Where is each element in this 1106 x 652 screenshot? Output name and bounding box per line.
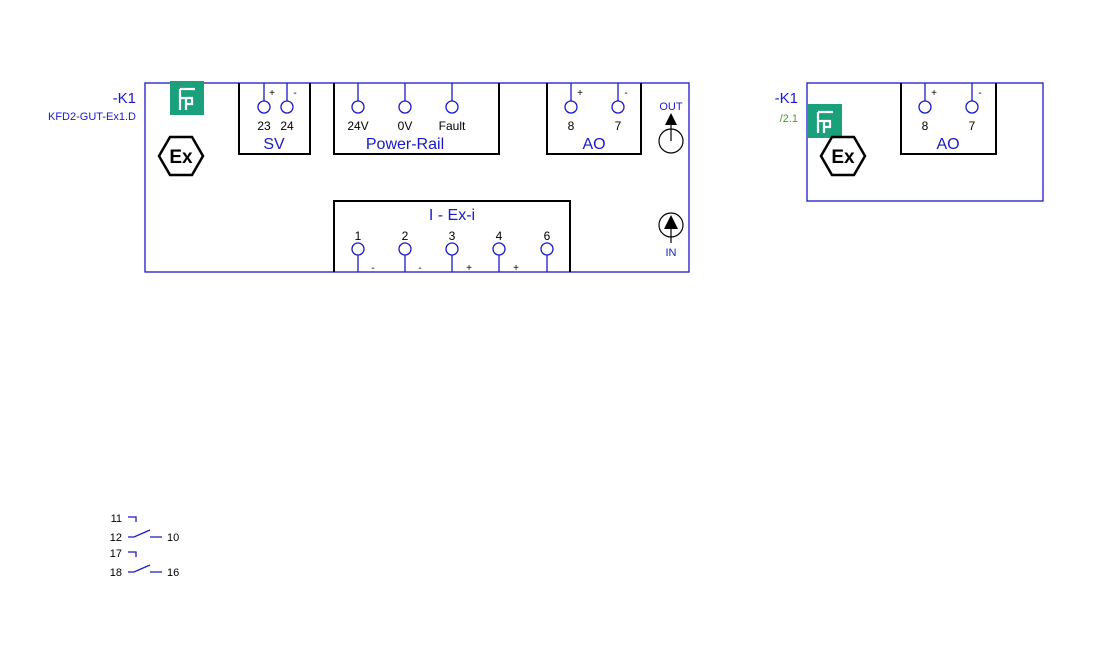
- svg-text:8: 8: [568, 119, 575, 133]
- input-exi-block[interactable]: I - Ex-i 1 - 2 - 3 + 4: [333, 200, 571, 274]
- terminal-24v[interactable]: 24V: [347, 83, 369, 133]
- svg-text:0V: 0V: [398, 119, 413, 133]
- svg-text:-: -: [418, 263, 421, 274]
- terminal-7[interactable]: - 7: [965, 83, 982, 133]
- terminal-2[interactable]: 2 -: [398, 229, 422, 274]
- sv-block[interactable]: + 23 - 24 SV: [238, 83, 311, 155]
- terminal-23[interactable]: + 23: [257, 83, 275, 133]
- ex-hexagon-icon: Ex: [819, 135, 867, 177]
- svg-text:-: -: [978, 88, 981, 99]
- svg-text:+: +: [931, 88, 937, 99]
- in-arrow-icon: [658, 212, 684, 243]
- svg-text:+: +: [466, 263, 472, 274]
- device-tag: -K1: [113, 90, 136, 107]
- sv-title: SV: [263, 136, 285, 153]
- relay-contact-1[interactable]: 11 12 10: [110, 513, 180, 544]
- out-symbol: OUT: [658, 101, 684, 154]
- ao-block[interactable]: + 8 - 7 AO: [546, 83, 642, 155]
- device-k1-main[interactable]: -K1 KFD2-GUT-Ex1.D Ex + 23 - 2: [48, 81, 690, 274]
- svg-text:8: 8: [922, 119, 929, 133]
- svg-text:7: 7: [969, 119, 976, 133]
- svg-text:Ex: Ex: [831, 147, 855, 168]
- svg-text:7: 7: [615, 119, 622, 133]
- svg-text:4: 4: [496, 229, 503, 243]
- svg-text:24V: 24V: [347, 119, 368, 133]
- out-label: OUT: [659, 101, 683, 113]
- svg-text:Fault: Fault: [439, 119, 466, 133]
- device-k1-reference[interactable]: -K1 /2.1 Ex + 8 - 7 AO: [775, 82, 1044, 202]
- svg-text:+: +: [577, 88, 583, 99]
- terminal-7[interactable]: - 7: [611, 83, 628, 133]
- device-frame: [144, 82, 690, 273]
- svg-text:3: 3: [449, 229, 456, 243]
- power-rail-title: Power-Rail: [366, 136, 444, 153]
- terminal-8[interactable]: + 8: [918, 83, 937, 133]
- svg-text:+: +: [513, 263, 519, 274]
- terminal-1[interactable]: 1 -: [351, 229, 375, 274]
- svg-text:-: -: [371, 263, 374, 274]
- svg-text:1: 1: [355, 229, 362, 243]
- in-label: IN: [666, 247, 677, 259]
- terminal-6[interactable]: 6: [540, 229, 554, 272]
- terminal-24[interactable]: - 24: [280, 83, 297, 133]
- pf-logo-icon: [808, 104, 842, 138]
- device2-page-ref[interactable]: /2.1: [780, 113, 798, 125]
- svg-text:-: -: [293, 88, 296, 99]
- relay-contact-2[interactable]: 17 18 16: [110, 548, 180, 579]
- contact-pin-common: 10: [167, 532, 179, 544]
- ao-block-2[interactable]: + 8 - 7 AO: [900, 83, 997, 155]
- terminal-8[interactable]: + 8: [564, 83, 583, 133]
- terminal-0v[interactable]: 0V: [398, 83, 413, 133]
- svg-text:+: +: [269, 88, 275, 99]
- device2-tag: -K1: [775, 90, 798, 107]
- pf-logo-icon: [170, 81, 204, 115]
- ao-title: AO: [582, 136, 605, 153]
- svg-text:Ex: Ex: [169, 147, 193, 168]
- contact-pin-bottom: 18: [110, 567, 122, 579]
- in-symbol: IN: [658, 212, 684, 259]
- svg-text:2: 2: [402, 229, 409, 243]
- contact-pin-top: 17: [110, 548, 122, 560]
- svg-text:23: 23: [257, 119, 271, 133]
- contact-pin-top: 11: [111, 513, 122, 525]
- input-title: I - Ex-i: [429, 207, 475, 224]
- out-arrow-icon: [658, 113, 684, 154]
- ao-title: AO: [936, 136, 959, 153]
- terminal-4[interactable]: 4 +: [492, 229, 519, 274]
- contact-pin-common: 16: [167, 567, 179, 579]
- power-rail-block[interactable]: 24V 0V Fault Power-Rail: [333, 83, 500, 155]
- ex-hexagon-icon: Ex: [157, 135, 205, 177]
- terminal-fault[interactable]: Fault: [439, 83, 466, 133]
- device-model: KFD2-GUT-Ex1.D: [48, 111, 136, 123]
- svg-text:-: -: [624, 88, 627, 99]
- terminal-3[interactable]: 3 +: [445, 229, 472, 274]
- svg-text:6: 6: [544, 229, 551, 243]
- contact-pin-bottom: 12: [110, 532, 122, 544]
- svg-text:24: 24: [280, 119, 294, 133]
